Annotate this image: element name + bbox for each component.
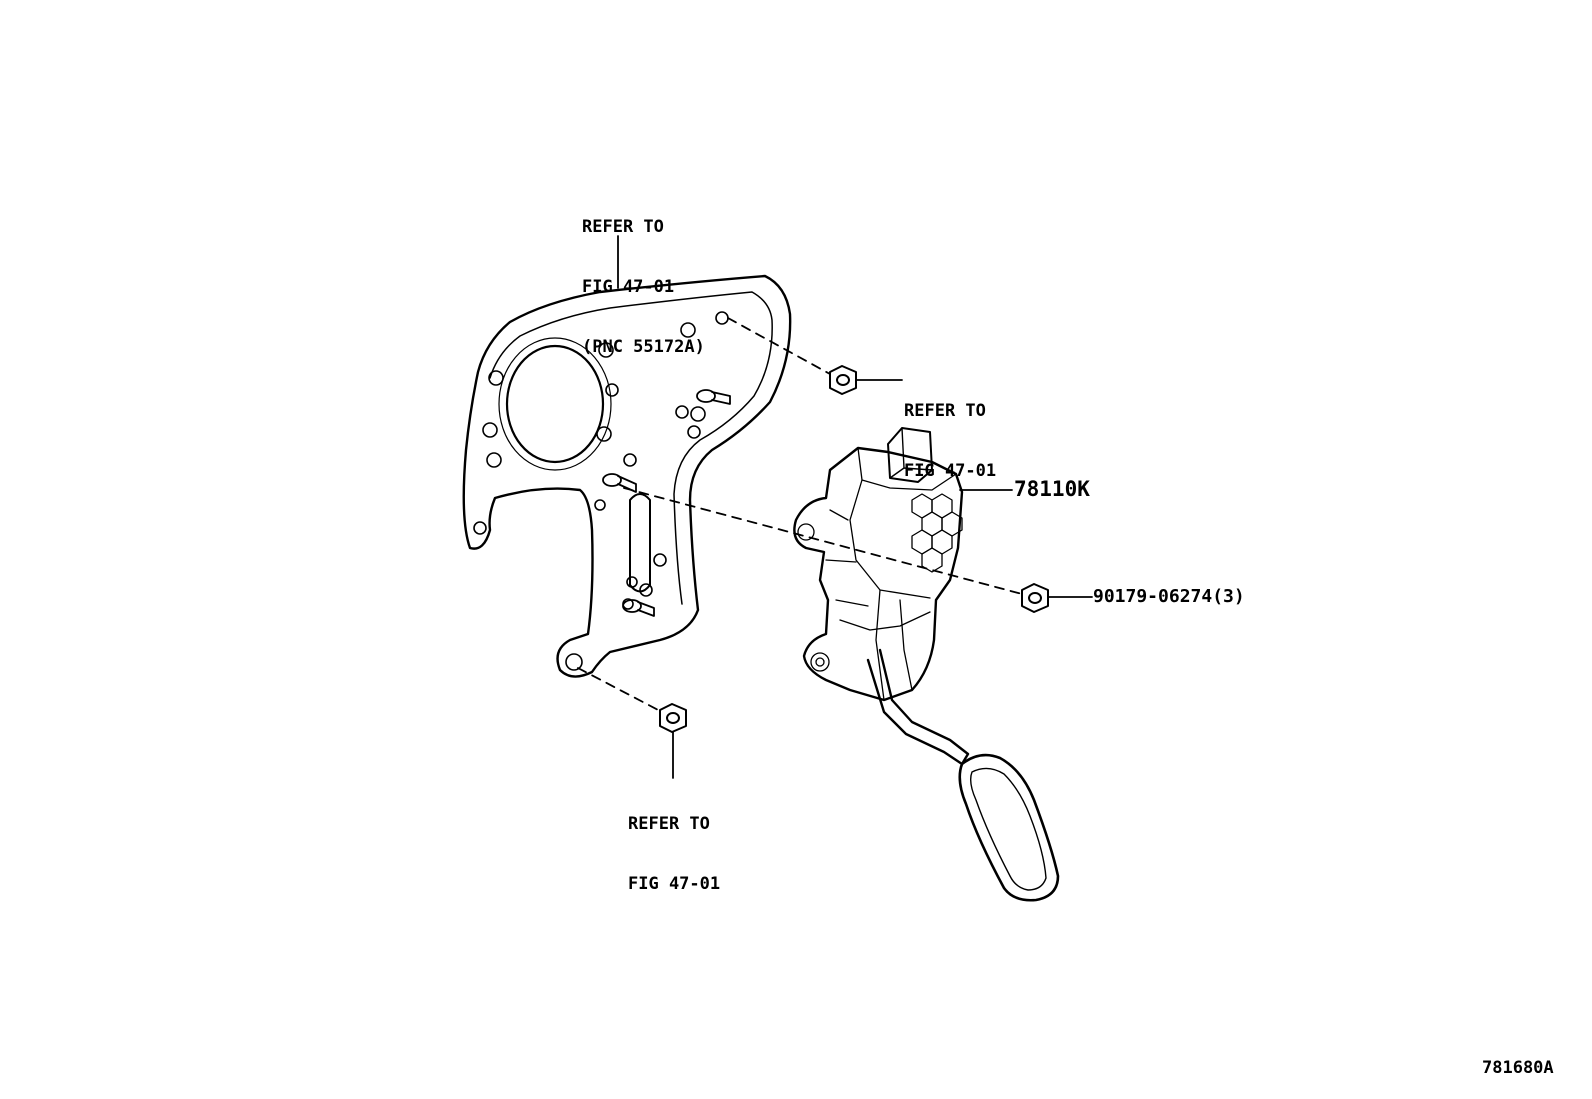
nut-right bbox=[1021, 583, 1049, 613]
pedal-housing bbox=[793, 446, 964, 702]
callout-pedal-part-number: 78110K bbox=[1014, 477, 1090, 501]
callout-nut-part-number: 90179-06274(3) bbox=[1093, 586, 1245, 607]
callout-line: FIG 47-01 bbox=[904, 461, 997, 481]
pedal-pad-inner bbox=[969, 767, 1047, 891]
callout-line: FIG 47-01 bbox=[628, 874, 721, 894]
housing-ribs bbox=[911, 493, 963, 573]
assembly-lines bbox=[577, 317, 1023, 713]
illustration-id: 781680A bbox=[1482, 1058, 1554, 1078]
callout-line: (PNC 55172A) bbox=[582, 337, 705, 357]
callout-bottom-nut-reference: REFER TO FIG 47-01 bbox=[628, 774, 720, 934]
callout-line: REFER TO bbox=[904, 401, 986, 421]
nut-bottom bbox=[659, 703, 687, 733]
accelerator-pedal-assembly bbox=[793, 427, 1060, 902]
callout-top-nut-reference: REFER TO FIG 47-01 bbox=[904, 361, 996, 521]
housing-detail bbox=[797, 447, 957, 701]
callout-line: REFER TO bbox=[628, 814, 710, 834]
pedal-pad bbox=[958, 753, 1060, 902]
bracket-flange bbox=[489, 291, 773, 605]
bracket-holes bbox=[473, 311, 729, 671]
bracket-outline bbox=[462, 274, 792, 678]
bracket-opening-rim bbox=[498, 337, 612, 471]
bracket-studs bbox=[602, 389, 731, 617]
nut-top bbox=[829, 365, 857, 395]
bracket-opening bbox=[505, 344, 605, 464]
callout-line: FIG 47-01 bbox=[582, 277, 675, 297]
callout-line: REFER TO bbox=[582, 217, 664, 237]
pedal-bracket bbox=[462, 274, 792, 678]
pedal-arm bbox=[866, 648, 970, 766]
leader-lines bbox=[617, 235, 1093, 779]
callout-bracket-reference: REFER TO FIG 47-01 (PNC 55172A) bbox=[582, 177, 705, 397]
